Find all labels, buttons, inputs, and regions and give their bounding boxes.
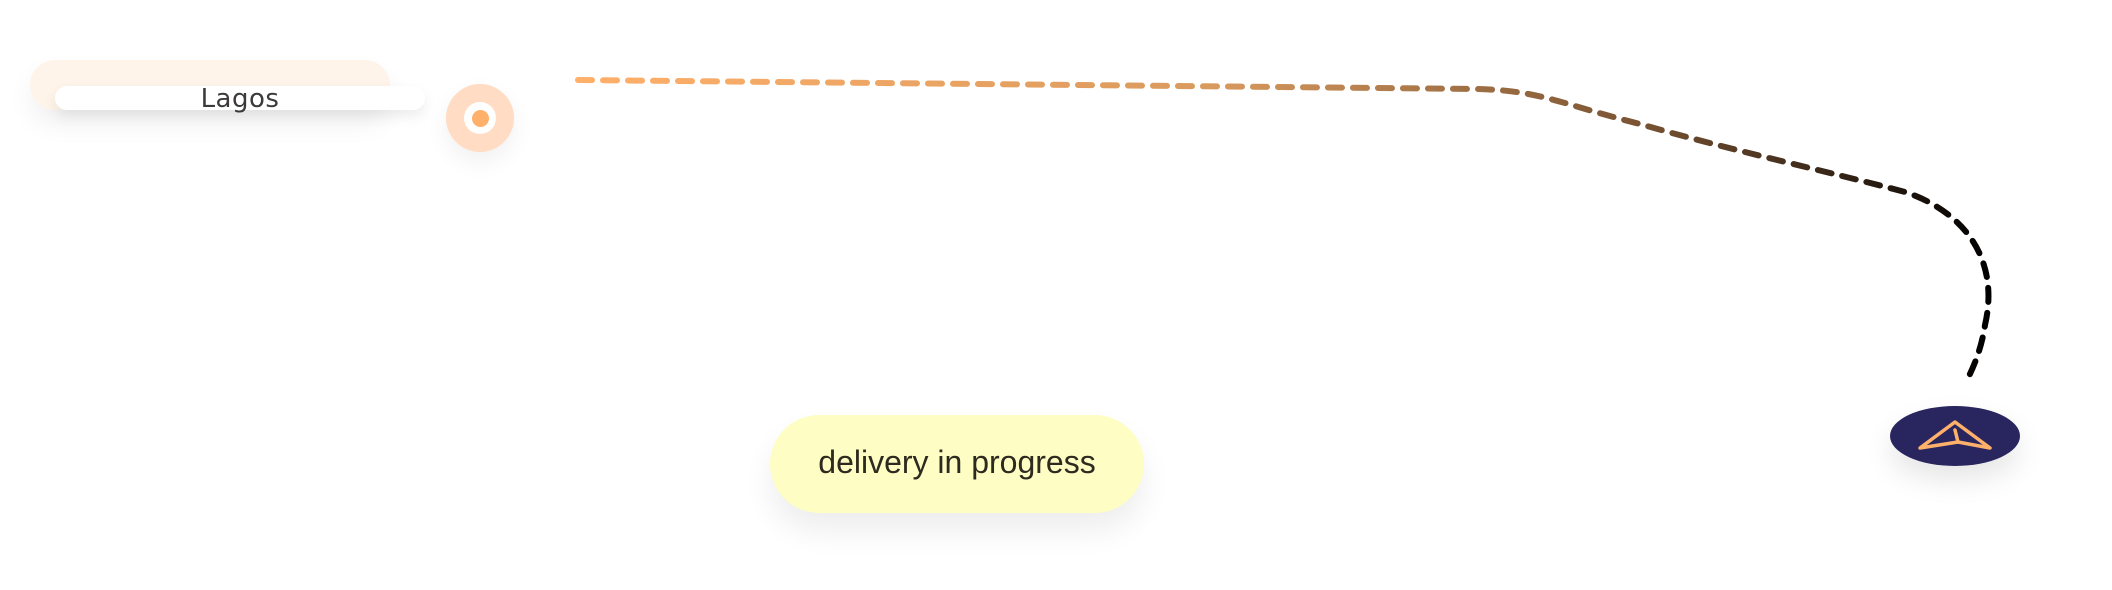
origin-marker[interactable] [446,84,514,152]
delivery-status-text: delivery in progress [818,443,1096,480]
origin-label-pill: Lagos [55,84,425,114]
vehicle-marker[interactable] [1890,406,2020,466]
location-target-icon [464,102,496,134]
navigation-arrow-icon [1918,420,1992,450]
origin-marker-dot [471,109,489,127]
route-path [575,77,1992,381]
delivery-status-badge: delivery in progress [770,415,1144,513]
origin-city-label: Lagos [200,84,280,114]
